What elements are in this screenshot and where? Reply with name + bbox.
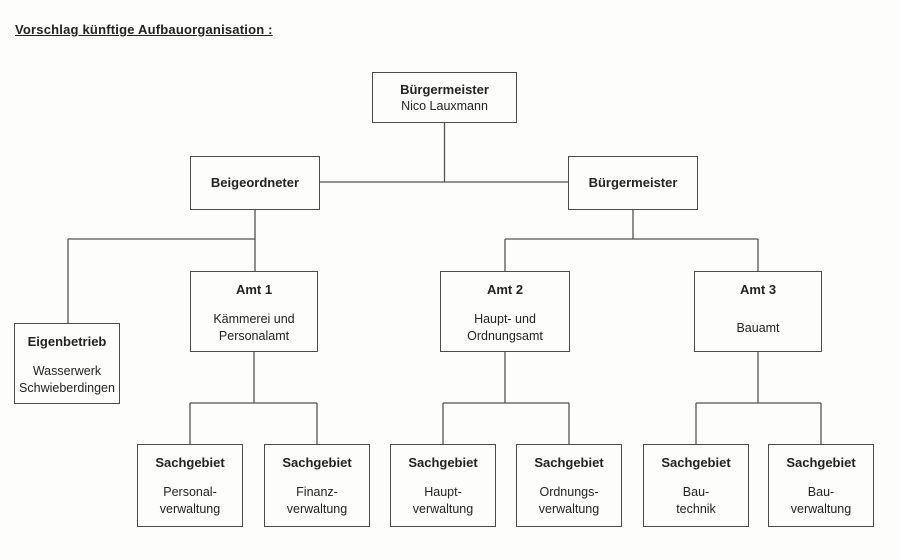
node-line: verwaltung bbox=[790, 502, 852, 516]
node-title: Sachgebiet bbox=[786, 455, 856, 470]
node-line: Ordnungs- bbox=[539, 485, 599, 499]
node-description: Bauamt bbox=[695, 320, 821, 337]
node-description: Finanz- verwaltung bbox=[265, 484, 369, 518]
node-description: Personal- verwaltung bbox=[138, 484, 242, 518]
node-line: verwaltung bbox=[286, 502, 348, 516]
org-node-sachgebiet-personalverwaltung: Sachgebiet Personal- verwaltung bbox=[137, 444, 243, 527]
node-line: Schwieberdingen bbox=[19, 381, 115, 395]
node-line: Ordnungsamt bbox=[467, 329, 543, 343]
node-description: Haupt- verwaltung bbox=[391, 484, 495, 518]
org-node-sachgebiet-bauverwaltung: Sachgebiet Bau- verwaltung bbox=[768, 444, 874, 527]
node-line: Bauamt bbox=[736, 321, 780, 335]
node-line: Bau- bbox=[807, 485, 835, 499]
node-line: Personalamt bbox=[218, 329, 290, 343]
node-line: Haupt- bbox=[424, 485, 462, 499]
node-description: Haupt- und Ordnungsamt bbox=[441, 311, 569, 345]
org-node-sachgebiet-ordnungsverwaltung: Sachgebiet Ordnungs- verwaltung bbox=[516, 444, 622, 527]
node-line: Kämmerei und bbox=[213, 312, 295, 326]
node-title: Sachgebiet bbox=[155, 455, 225, 470]
node-title: Amt 3 bbox=[739, 282, 777, 297]
node-title: Amt 1 bbox=[235, 282, 273, 297]
org-node-buergermeister-top: Bürgermeister Nico Lauxmann bbox=[372, 72, 517, 123]
node-title: Bürgermeister bbox=[400, 81, 489, 97]
node-title: Eigenbetrieb bbox=[27, 334, 107, 349]
node-description: Ordnungs- verwaltung bbox=[517, 484, 621, 518]
node-line: Wasserwerk bbox=[32, 364, 102, 378]
org-node-eigenbetrieb: Eigenbetrieb Wasserwerk Schwieberdingen bbox=[14, 323, 120, 404]
org-node-amt-1: Amt 1 Kämmerei und Personalamt bbox=[190, 271, 318, 352]
org-node-amt-2: Amt 2 Haupt- und Ordnungsamt bbox=[440, 271, 570, 352]
org-node-beigeordneter: Beigeordneter bbox=[190, 156, 320, 210]
org-node-sachgebiet-bautechnik: Sachgebiet Bau- technik bbox=[643, 444, 749, 527]
page-title: Vorschlag künftige Aufbauorganisation : bbox=[15, 22, 273, 37]
node-line: verwaltung bbox=[412, 502, 474, 516]
node-line: technik bbox=[676, 502, 716, 516]
node-description: Bau- technik bbox=[644, 484, 748, 518]
node-title: Sachgebiet bbox=[408, 455, 478, 470]
node-line: Haupt- und bbox=[474, 312, 536, 326]
node-title: Beigeordneter bbox=[210, 175, 300, 190]
node-description: Wasserwerk Schwieberdingen bbox=[15, 363, 119, 397]
node-description: Bau- verwaltung bbox=[769, 484, 873, 518]
node-title: Bürgermeister bbox=[588, 175, 678, 190]
node-person-name: Nico Lauxmann bbox=[401, 98, 488, 113]
node-title: Sachgebiet bbox=[661, 455, 731, 470]
node-line: Finanz- bbox=[296, 485, 338, 499]
node-line: verwaltung bbox=[159, 502, 221, 516]
node-title: Sachgebiet bbox=[534, 455, 604, 470]
node-line: Personal- bbox=[163, 485, 217, 499]
org-node-sachgebiet-hauptverwaltung: Sachgebiet Haupt- verwaltung bbox=[390, 444, 496, 527]
org-node-sachgebiet-finanzverwaltung: Sachgebiet Finanz- verwaltung bbox=[264, 444, 370, 527]
node-line: verwaltung bbox=[538, 502, 600, 516]
node-title: Amt 2 bbox=[486, 282, 524, 297]
node-line: Bau- bbox=[682, 485, 710, 499]
org-node-amt-3: Amt 3 Bauamt bbox=[694, 271, 822, 352]
node-title: Sachgebiet bbox=[282, 455, 352, 470]
node-description: Kämmerei und Personalamt bbox=[191, 311, 317, 345]
org-node-buergermeister-right: Bürgermeister bbox=[568, 156, 698, 210]
